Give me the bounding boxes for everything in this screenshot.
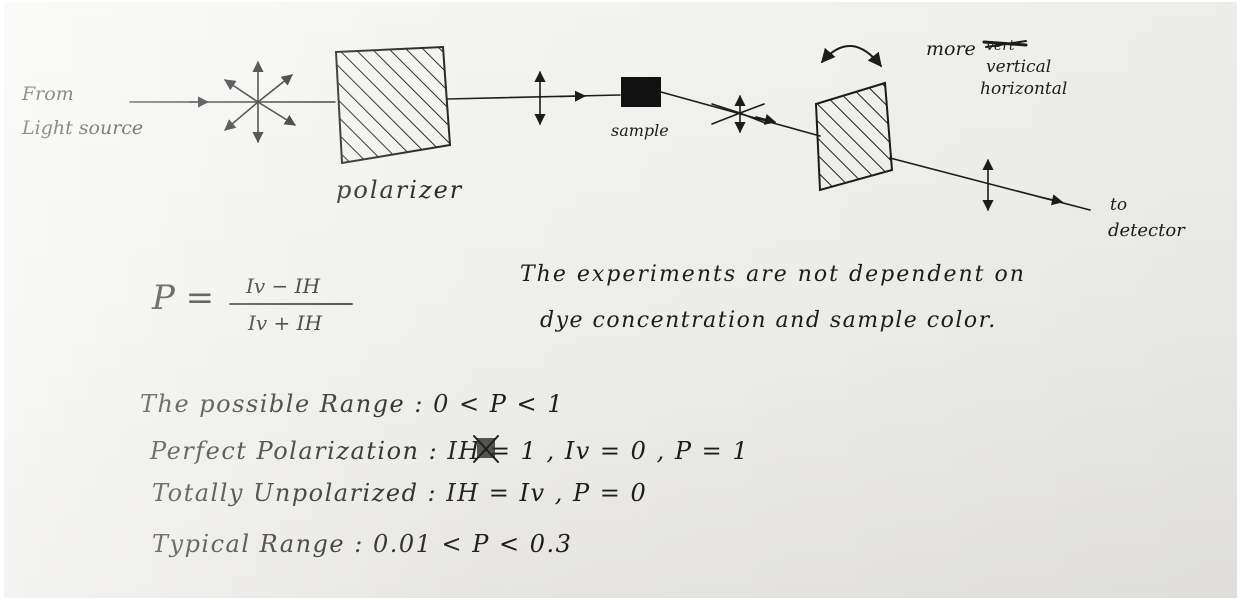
equation-denominator: Iv + IH: [247, 311, 323, 335]
unpolarized-line: Totally Unpolarized : IH = Iv , P = 0: [152, 479, 647, 507]
polarized-beam: [446, 70, 621, 126]
polarizer-label: polarizer: [336, 176, 463, 204]
analyzer-note-more: more: [926, 38, 976, 60]
equation-numerator: Iv − IH: [245, 274, 321, 298]
perfect-polarization-line: Perfect Polarization : IH = 1 , Iv = 0 ,…: [149, 437, 749, 465]
scattered-beam: [660, 91, 821, 137]
detector-label-line1: to: [1110, 195, 1127, 215]
source-label-line2: Light source: [21, 117, 143, 139]
detector-label-line2: detector: [1108, 220, 1186, 241]
analyzer-block: [814, 81, 894, 192]
polarizer-block: [334, 45, 452, 165]
sample-label: sample: [611, 121, 669, 140]
analyzer-note-vertical: vertical: [986, 57, 1051, 77]
detector-beam: [889, 157, 1091, 212]
source-label-line1: From: [21, 83, 74, 105]
equation-lhs: P =: [151, 278, 214, 318]
polarization-equation: P = Iv − IH Iv + IH: [151, 274, 353, 335]
typical-range-line: Typical Range : 0.01 < P < 0.3: [152, 530, 572, 558]
possible-range-line: The possible Range : 0 < P < 1: [140, 390, 564, 418]
sample-block: [621, 77, 661, 107]
analyzer-note-horizontal: horizontal: [980, 79, 1067, 99]
note-line2: dye concentration and sample color.: [540, 308, 997, 333]
rotation-arrow: [821, 45, 882, 68]
note-line1: The experiments are not dependent on: [520, 262, 1026, 287]
